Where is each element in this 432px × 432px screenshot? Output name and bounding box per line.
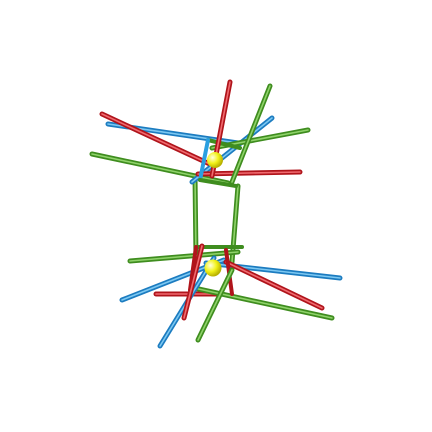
- connector-left-highlight: [194, 175, 197, 259]
- upper-frame-left: [198, 138, 210, 182]
- upper-frame-top: [206, 138, 242, 150]
- vertical-connectors: [192, 173, 241, 265]
- upper-frame-bottom: [198, 178, 238, 188]
- upper-yellow-ball: [207, 152, 223, 168]
- connector-right-highlight: [231, 185, 239, 263]
- upper-cluster: [89, 79, 311, 188]
- lower-yellow-ball: [204, 259, 222, 277]
- lower-cluster: [119, 243, 343, 349]
